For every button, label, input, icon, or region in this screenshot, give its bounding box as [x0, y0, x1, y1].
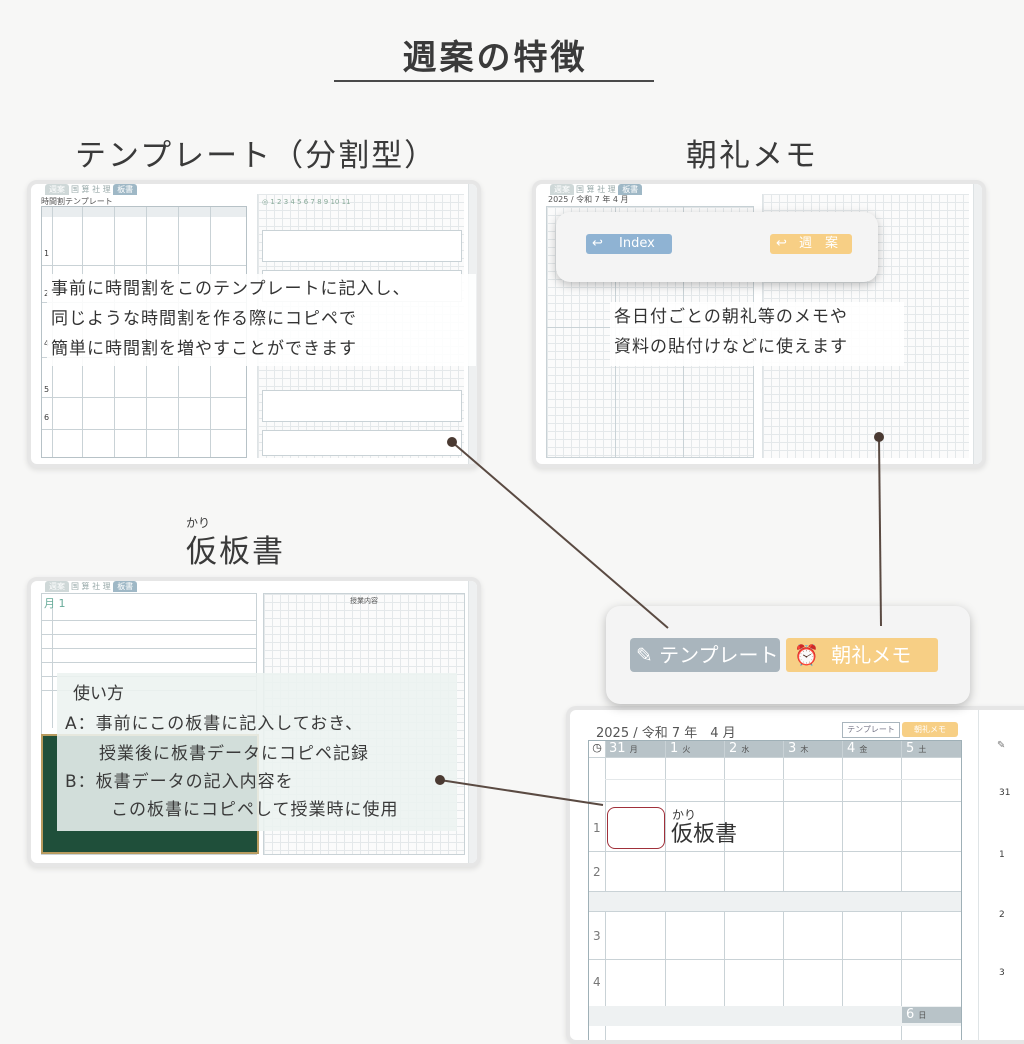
- board-callout-box[interactable]: [607, 807, 665, 849]
- connector-memo: [878, 436, 882, 627]
- screen-tab-label: 時間割テンプレート: [41, 197, 113, 206]
- row-number: 1: [44, 249, 50, 258]
- nav-bubble: ↩ Index ↩ 週 案: [556, 212, 878, 282]
- index-button-label: Index: [619, 236, 655, 251]
- side-number: 1: [999, 850, 1005, 860]
- description-line: 簡単に時間割を増やすことができます: [51, 339, 357, 359]
- description-line: 各日付ごとの朝礼等のメモや: [614, 307, 848, 327]
- period-number: 1: [593, 821, 601, 835]
- screen-date: 2025 / 令和 7 年 4 月: [548, 195, 629, 204]
- board-month: 月 1: [44, 597, 66, 610]
- side-number: 3: [999, 968, 1005, 978]
- weekly-screenshot: 2025 / 令和 7 年 4 月 テンプレート 朝礼メモ ◷ 31 月 1 火…: [566, 706, 1024, 1044]
- index-button[interactable]: ↩ Index: [586, 234, 672, 254]
- memo-description: 各日付ごとの朝礼等のメモや 資料の貼付けなどに使えます: [610, 302, 904, 366]
- top-memo-label: 朝礼メモ: [914, 725, 946, 734]
- top-memo-button[interactable]: 朝礼メモ: [902, 722, 958, 737]
- template-screenshot: 週案国 算 社 理 板書 時間割テンプレート 1 2 4 5 6 ◎ 1 2 3…: [27, 180, 481, 468]
- sunday-header[interactable]: 6 日: [902, 1007, 961, 1023]
- document-edit-icon: ✎: [636, 643, 653, 667]
- morning-memo-button-label: 朝礼メモ: [831, 643, 912, 667]
- screen-tabs: 週案国 算 社 理 板書: [550, 184, 644, 195]
- day-header[interactable]: 3 木: [784, 741, 842, 757]
- page-tabs: [973, 184, 982, 464]
- board-header: 授業内容: [350, 597, 378, 605]
- weekly-date: 2025 / 令和 7 年 4 月: [596, 726, 736, 741]
- morning-memo-button[interactable]: ⏰ 朝礼メモ: [786, 638, 938, 672]
- connector-dot: [435, 775, 445, 785]
- morning-memo-screenshot: 週案国 算 社 理 板書 2025 / 令和 7 年 4 月 ↩ Index ↩…: [532, 180, 986, 468]
- connector-dot: [447, 437, 457, 447]
- alarm-icon: ⏰: [794, 643, 819, 667]
- period-number: 3: [593, 929, 601, 943]
- row-number: 4: [44, 339, 49, 348]
- usage-line: 授業後に板書データにコピペ記録: [99, 744, 369, 764]
- template-description: 事前に時間割をこのテンプレートに記入し、 同じような時間割を作る際にコピペで 簡…: [47, 274, 476, 366]
- page-title: 週案の特徴: [402, 38, 588, 78]
- usage-title: 使い方: [73, 684, 124, 704]
- screen-tabs: 週案国 算 社 理 板書: [45, 184, 139, 195]
- top-template-label: テンプレート: [847, 725, 895, 734]
- day-header[interactable]: 2 水: [725, 741, 783, 757]
- weekly-side-page: ✎ 31 1 2 3: [978, 710, 1024, 1040]
- side-number: 31: [999, 788, 1011, 798]
- title-underline: [334, 80, 654, 82]
- morning-memo-section-title: 朝礼メモ: [686, 138, 818, 174]
- period-number: 2: [593, 865, 601, 879]
- board-ruby: かり: [186, 516, 211, 530]
- description-line: 資料の貼付けなどに使えます: [614, 337, 848, 357]
- template-section-title: テンプレート（分割型）: [75, 138, 438, 174]
- top-template-button[interactable]: テンプレート: [842, 722, 900, 738]
- weekly-button-label: 週 案: [799, 236, 839, 251]
- usage-line: この板書にコピペして授業時に使用: [111, 800, 399, 820]
- usage-description: 使い方 A：事前にこの板書に記入しておき、 授業後に板書データにコピペ記録 B：…: [57, 673, 457, 831]
- clock-icon: ◷: [592, 741, 602, 754]
- description-line: 事前に時間割をこのテンプレートに記入し、: [51, 279, 411, 299]
- row-number: 2: [44, 289, 49, 298]
- description-line: 同じような時間割を作る際にコピペで: [51, 309, 357, 329]
- return-icon: ↩: [592, 236, 603, 251]
- day-header[interactable]: 4 金: [843, 741, 901, 757]
- memo-icon: ✎: [997, 740, 1006, 751]
- template-button[interactable]: ✎ テンプレート: [630, 638, 780, 672]
- screen-tabs: 週案国 算 社 理 板書: [45, 581, 139, 592]
- template-button-label: テンプレート: [659, 643, 779, 667]
- usage-line: B：板書データの記入内容を: [65, 772, 294, 792]
- weekly-calendar: ◷ 31 月 1 火 2 水 3 木 4 金 5 土 1 2 3 4 6 日: [588, 740, 962, 1040]
- weekly-button[interactable]: ↩ 週 案: [770, 234, 852, 254]
- period-number: 4: [593, 975, 601, 989]
- side-number: 2: [999, 910, 1005, 920]
- return-icon: ↩: [776, 236, 787, 251]
- day-header[interactable]: 1 火: [666, 741, 724, 757]
- board-section-title: 仮板書: [186, 534, 285, 570]
- weekly-nav-bubble: ✎ テンプレート ⏰ 朝礼メモ: [606, 606, 970, 704]
- day-header[interactable]: 31 月: [605, 741, 665, 757]
- connector-board: [439, 779, 604, 806]
- page-tabs: [468, 581, 477, 863]
- day-header[interactable]: 5 土: [902, 741, 961, 757]
- connector-dot: [874, 432, 884, 442]
- board-screenshot: 週案国 算 社 理 板書 月 1 授業内容 使い方 A：事前にこの板書に記入して…: [27, 577, 481, 867]
- callout-label: 仮板書: [671, 822, 738, 847]
- row-number: 5: [44, 385, 50, 394]
- usage-line: A：事前にこの板書に記入しておき、: [65, 714, 364, 734]
- callout-ruby: かり: [672, 808, 697, 822]
- row-number: 6: [44, 413, 50, 422]
- connector-template: [451, 441, 669, 629]
